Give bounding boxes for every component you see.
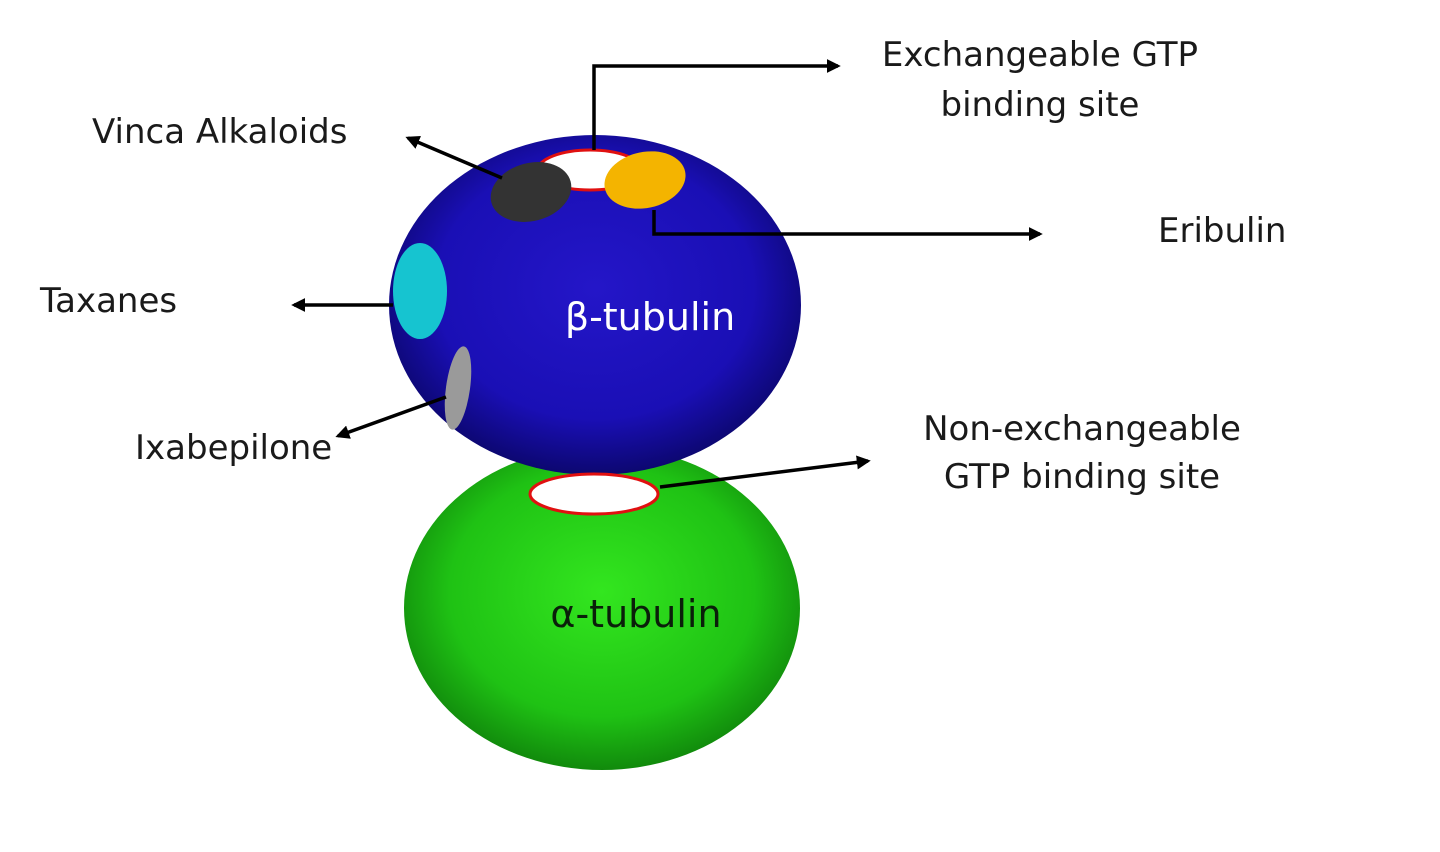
non-exchangeable-gtp-arrow: [659, 455, 871, 489]
exchangeable-gtp-label-line2: binding site: [941, 85, 1140, 125]
ixabepilone-label: Ixabepilone: [135, 428, 332, 468]
non-exchangeable-gtp-label-line2: GTP binding site: [944, 457, 1220, 497]
vinca-alkaloids-site: [490, 162, 572, 222]
non-exchangeable-gtp-label-line1: Non-exchangeable: [923, 409, 1241, 449]
eribulin-label: Eribulin: [1158, 211, 1286, 251]
taxanes-label: Taxanes: [39, 281, 177, 321]
eribulin-site: [604, 151, 686, 209]
beta-tubulin-subunit: [389, 135, 801, 475]
alpha-tubulin-label: α-tubulin: [550, 592, 721, 636]
vinca-alkaloids-label: Vinca Alkaloids: [92, 112, 347, 152]
alpha-tubulin-subunit: [404, 446, 800, 770]
ixabepilone-arrow: [335, 395, 447, 439]
exchangeable-gtp-arrow: [592, 59, 841, 150]
eribulin-arrow: [652, 210, 1043, 241]
exchangeable-gtp-label-line1: Exchangeable GTP: [882, 35, 1198, 75]
vinca-alkaloids-arrow: [405, 135, 503, 180]
beta-tubulin-label: β-tubulin: [565, 295, 735, 339]
ixabepilone-site: [444, 346, 472, 430]
taxanes-site: [393, 243, 447, 339]
non-exchangeable-gtp-site: [528, 472, 660, 516]
